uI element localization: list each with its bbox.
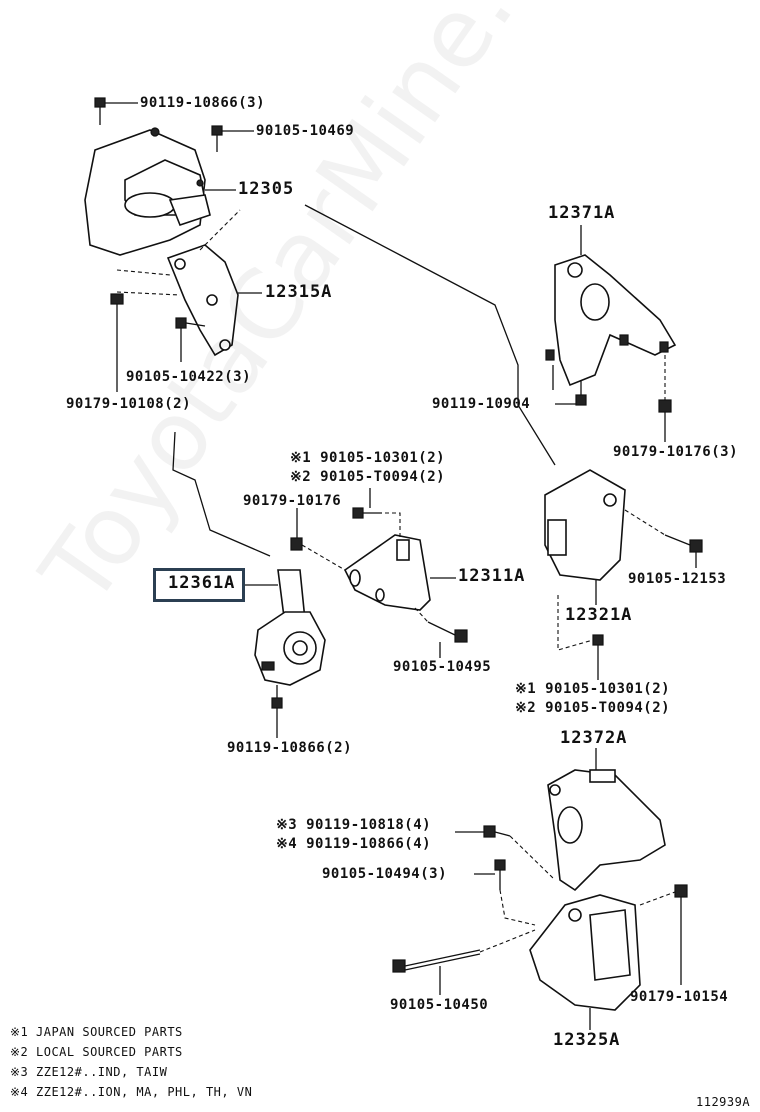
nut-90179-10176-3-drawing [658, 399, 672, 413]
nut-90179-10176-drawing [290, 537, 303, 551]
label-alt2-90105-t0094-b[interactable]: ※2 90105-T0094(2) [515, 700, 671, 716]
label-alt2-90105-t0094[interactable]: ※2 90105-T0094(2) [290, 469, 446, 485]
part-12305-drawing [84, 127, 211, 256]
label-90179-10108-2[interactable]: 90179-10108(2) [66, 396, 192, 412]
bolt-alt3-10818-drawing [483, 825, 511, 838]
label-12361a[interactable]: 12361A [168, 573, 236, 593]
label-12311a[interactable]: 12311A [458, 566, 526, 586]
label-90105-10469[interactable]: 90105-10469 [256, 123, 355, 139]
bolt-90105-10450-drawing [392, 949, 481, 973]
footnote-1: ※1 JAPAN SOURCED PARTS [10, 1025, 183, 1039]
part-12371a-drawing [545, 254, 677, 387]
bolt-90105-10494-drawing [494, 859, 506, 890]
label-90105-10495[interactable]: 90105-10495 [393, 659, 492, 675]
label-90179-10176-3[interactable]: 90179-10176(3) [613, 444, 739, 460]
label-90179-10176[interactable]: 90179-10176 [243, 493, 342, 509]
part-12311a-drawing [343, 534, 431, 611]
footnote-2: ※2 LOCAL SOURCED PARTS [10, 1045, 183, 1059]
footnote-3: ※3 ZZE12#..IND, TAIW [10, 1065, 168, 1079]
label-alt1-90105-10301[interactable]: ※1 90105-10301(2) [290, 450, 446, 466]
nut-90179-10108-drawing [110, 293, 124, 305]
part-12325a-drawing [529, 894, 641, 1011]
nut-90179-10154-drawing [674, 884, 688, 898]
highlight-box [153, 568, 245, 602]
bolt-90119-10866-drawing [94, 97, 106, 125]
bolt-90119-10904-drawing [575, 394, 587, 406]
part-12372a-drawing [547, 769, 666, 892]
label-90119-10866-3[interactable]: 90119-10866(3) [140, 95, 266, 111]
label-12371a[interactable]: 12371A [548, 203, 616, 223]
label-alt4-90119-10866[interactable]: ※4 90119-10866(4) [276, 836, 432, 852]
part-12315a-drawing [166, 244, 239, 357]
label-12372a[interactable]: 12372A [560, 728, 628, 748]
label-90179-10154[interactable]: 90179-10154 [630, 989, 729, 1005]
label-90105-10422-3[interactable]: 90105-10422(3) [126, 369, 252, 385]
bolt-90105-10495-drawing [427, 621, 468, 643]
label-12321a[interactable]: 12321A [565, 605, 633, 625]
label-90105-12153[interactable]: 90105-12153 [628, 571, 727, 587]
bolt-90105-10469-drawing [211, 125, 223, 152]
bolt-90105-12153-drawing [664, 534, 703, 553]
label-12325a[interactable]: 12325A [553, 1030, 621, 1050]
label-90105-10494-3[interactable]: 90105-10494(3) [322, 866, 448, 882]
label-90119-10866-2[interactable]: 90119-10866(2) [227, 740, 353, 756]
label-90105-10450[interactable]: 90105-10450 [390, 997, 489, 1013]
label-90119-10904[interactable]: 90119-10904 [432, 396, 531, 412]
footnote-4: ※4 ZZE12#..ION, MA, PHL, TH, VN [10, 1085, 253, 1099]
bolt-alt-10301-b-drawing [592, 634, 604, 646]
bolt-alt-10301-drawing [352, 507, 382, 519]
bolt-90119-10866-2-drawing [271, 685, 283, 709]
label-alt1-90105-10301-b[interactable]: ※1 90105-10301(2) [515, 681, 671, 697]
label-12315a[interactable]: 12315A [265, 282, 333, 302]
label-alt3-90119-10818[interactable]: ※3 90119-10818(4) [276, 817, 432, 833]
part-12361a-drawing [254, 569, 326, 686]
label-12305[interactable]: 12305 [238, 179, 295, 199]
part-12321a-drawing [544, 469, 626, 581]
figure-id: 112939A [696, 1095, 751, 1109]
